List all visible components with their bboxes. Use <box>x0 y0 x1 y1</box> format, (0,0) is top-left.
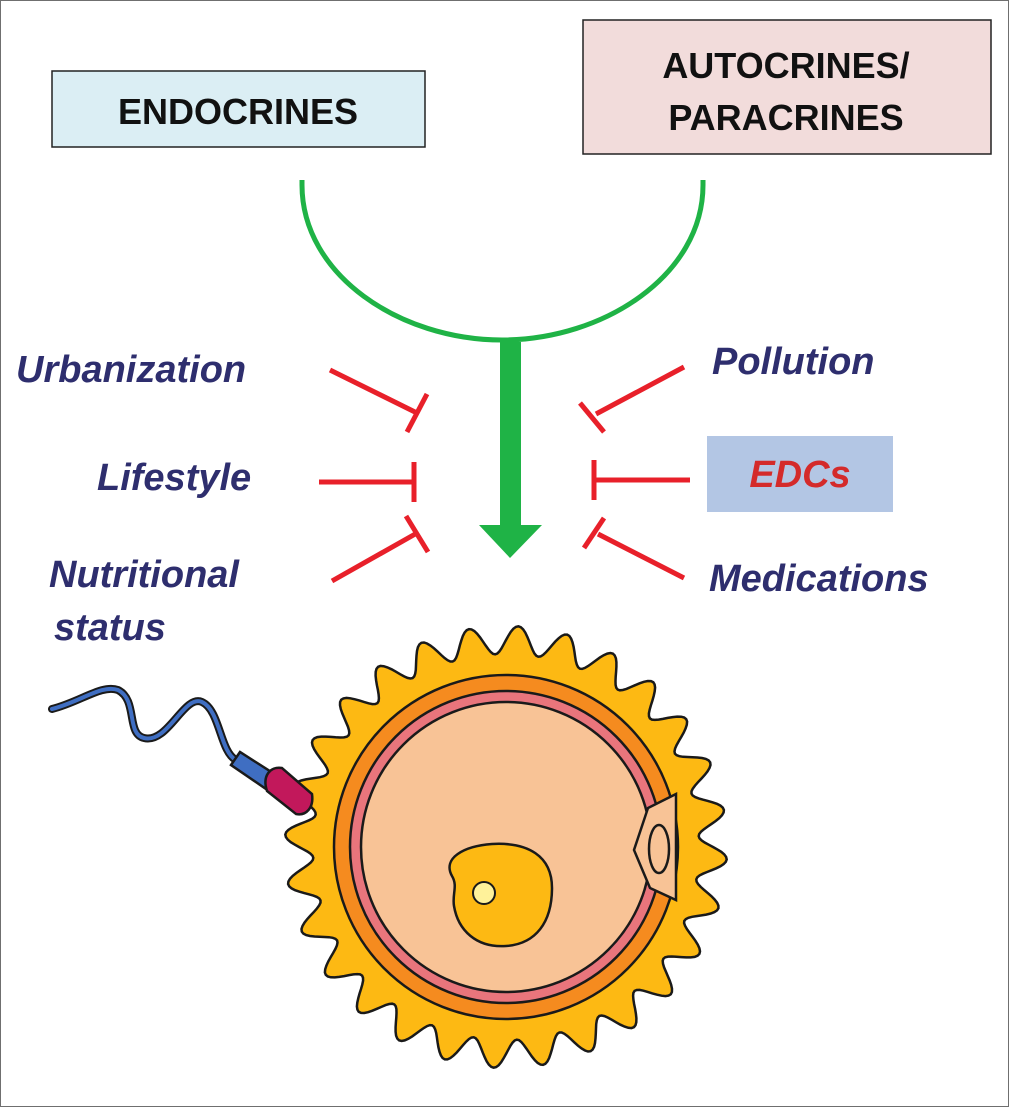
down-arrow-head <box>479 525 542 558</box>
edcs-inhibitor <box>591 460 690 500</box>
paracrines-label: PARACRINES <box>668 97 903 138</box>
nutritional-label: Nutritional <box>49 554 240 596</box>
autocrines-label: AUTOCRINES/ <box>662 45 909 86</box>
edcs-box: EDCs <box>707 436 893 512</box>
endocrines-box: ENDOCRINES <box>51 70 426 148</box>
polar-body <box>632 791 678 902</box>
nucleolus <box>472 881 496 905</box>
endocrines-box-bg <box>51 70 426 148</box>
nutritional-inhibitor <box>330 514 431 584</box>
right-inhibitors <box>578 364 690 581</box>
nutritional-status-label: status <box>54 607 166 649</box>
down-arrow <box>479 342 542 558</box>
urbanization-inhibitor <box>328 367 430 434</box>
down-arrow-shaft <box>500 342 521 527</box>
nucleus-body <box>448 842 554 948</box>
convergence-curve <box>299 180 706 343</box>
pollution-label: Pollution <box>712 341 875 383</box>
autocrines-box-bg <box>582 19 992 155</box>
polar-body-inner <box>647 823 671 875</box>
left-inhibitors <box>319 367 431 584</box>
urbanization-label: Urbanization <box>16 349 246 391</box>
lifestyle-label: Lifestyle <box>97 457 251 499</box>
sperm-head <box>264 766 314 816</box>
sperm-tail <box>50 686 238 762</box>
medications-label: Medications <box>709 558 929 600</box>
nucleus <box>448 842 554 948</box>
medications-inhibitor <box>581 516 686 581</box>
endocrines-label: ENDOCRINES <box>118 91 358 132</box>
sperm <box>48 684 314 816</box>
pollution-inhibitor <box>578 364 686 434</box>
lifestyle-inhibitor <box>319 462 417 502</box>
autocrines-paracrines-box: AUTOCRINES/ PARACRINES <box>582 19 992 155</box>
edcs-box-bg <box>707 436 893 512</box>
oocyte <box>283 624 729 1070</box>
edcs-label: EDCs <box>749 454 850 496</box>
